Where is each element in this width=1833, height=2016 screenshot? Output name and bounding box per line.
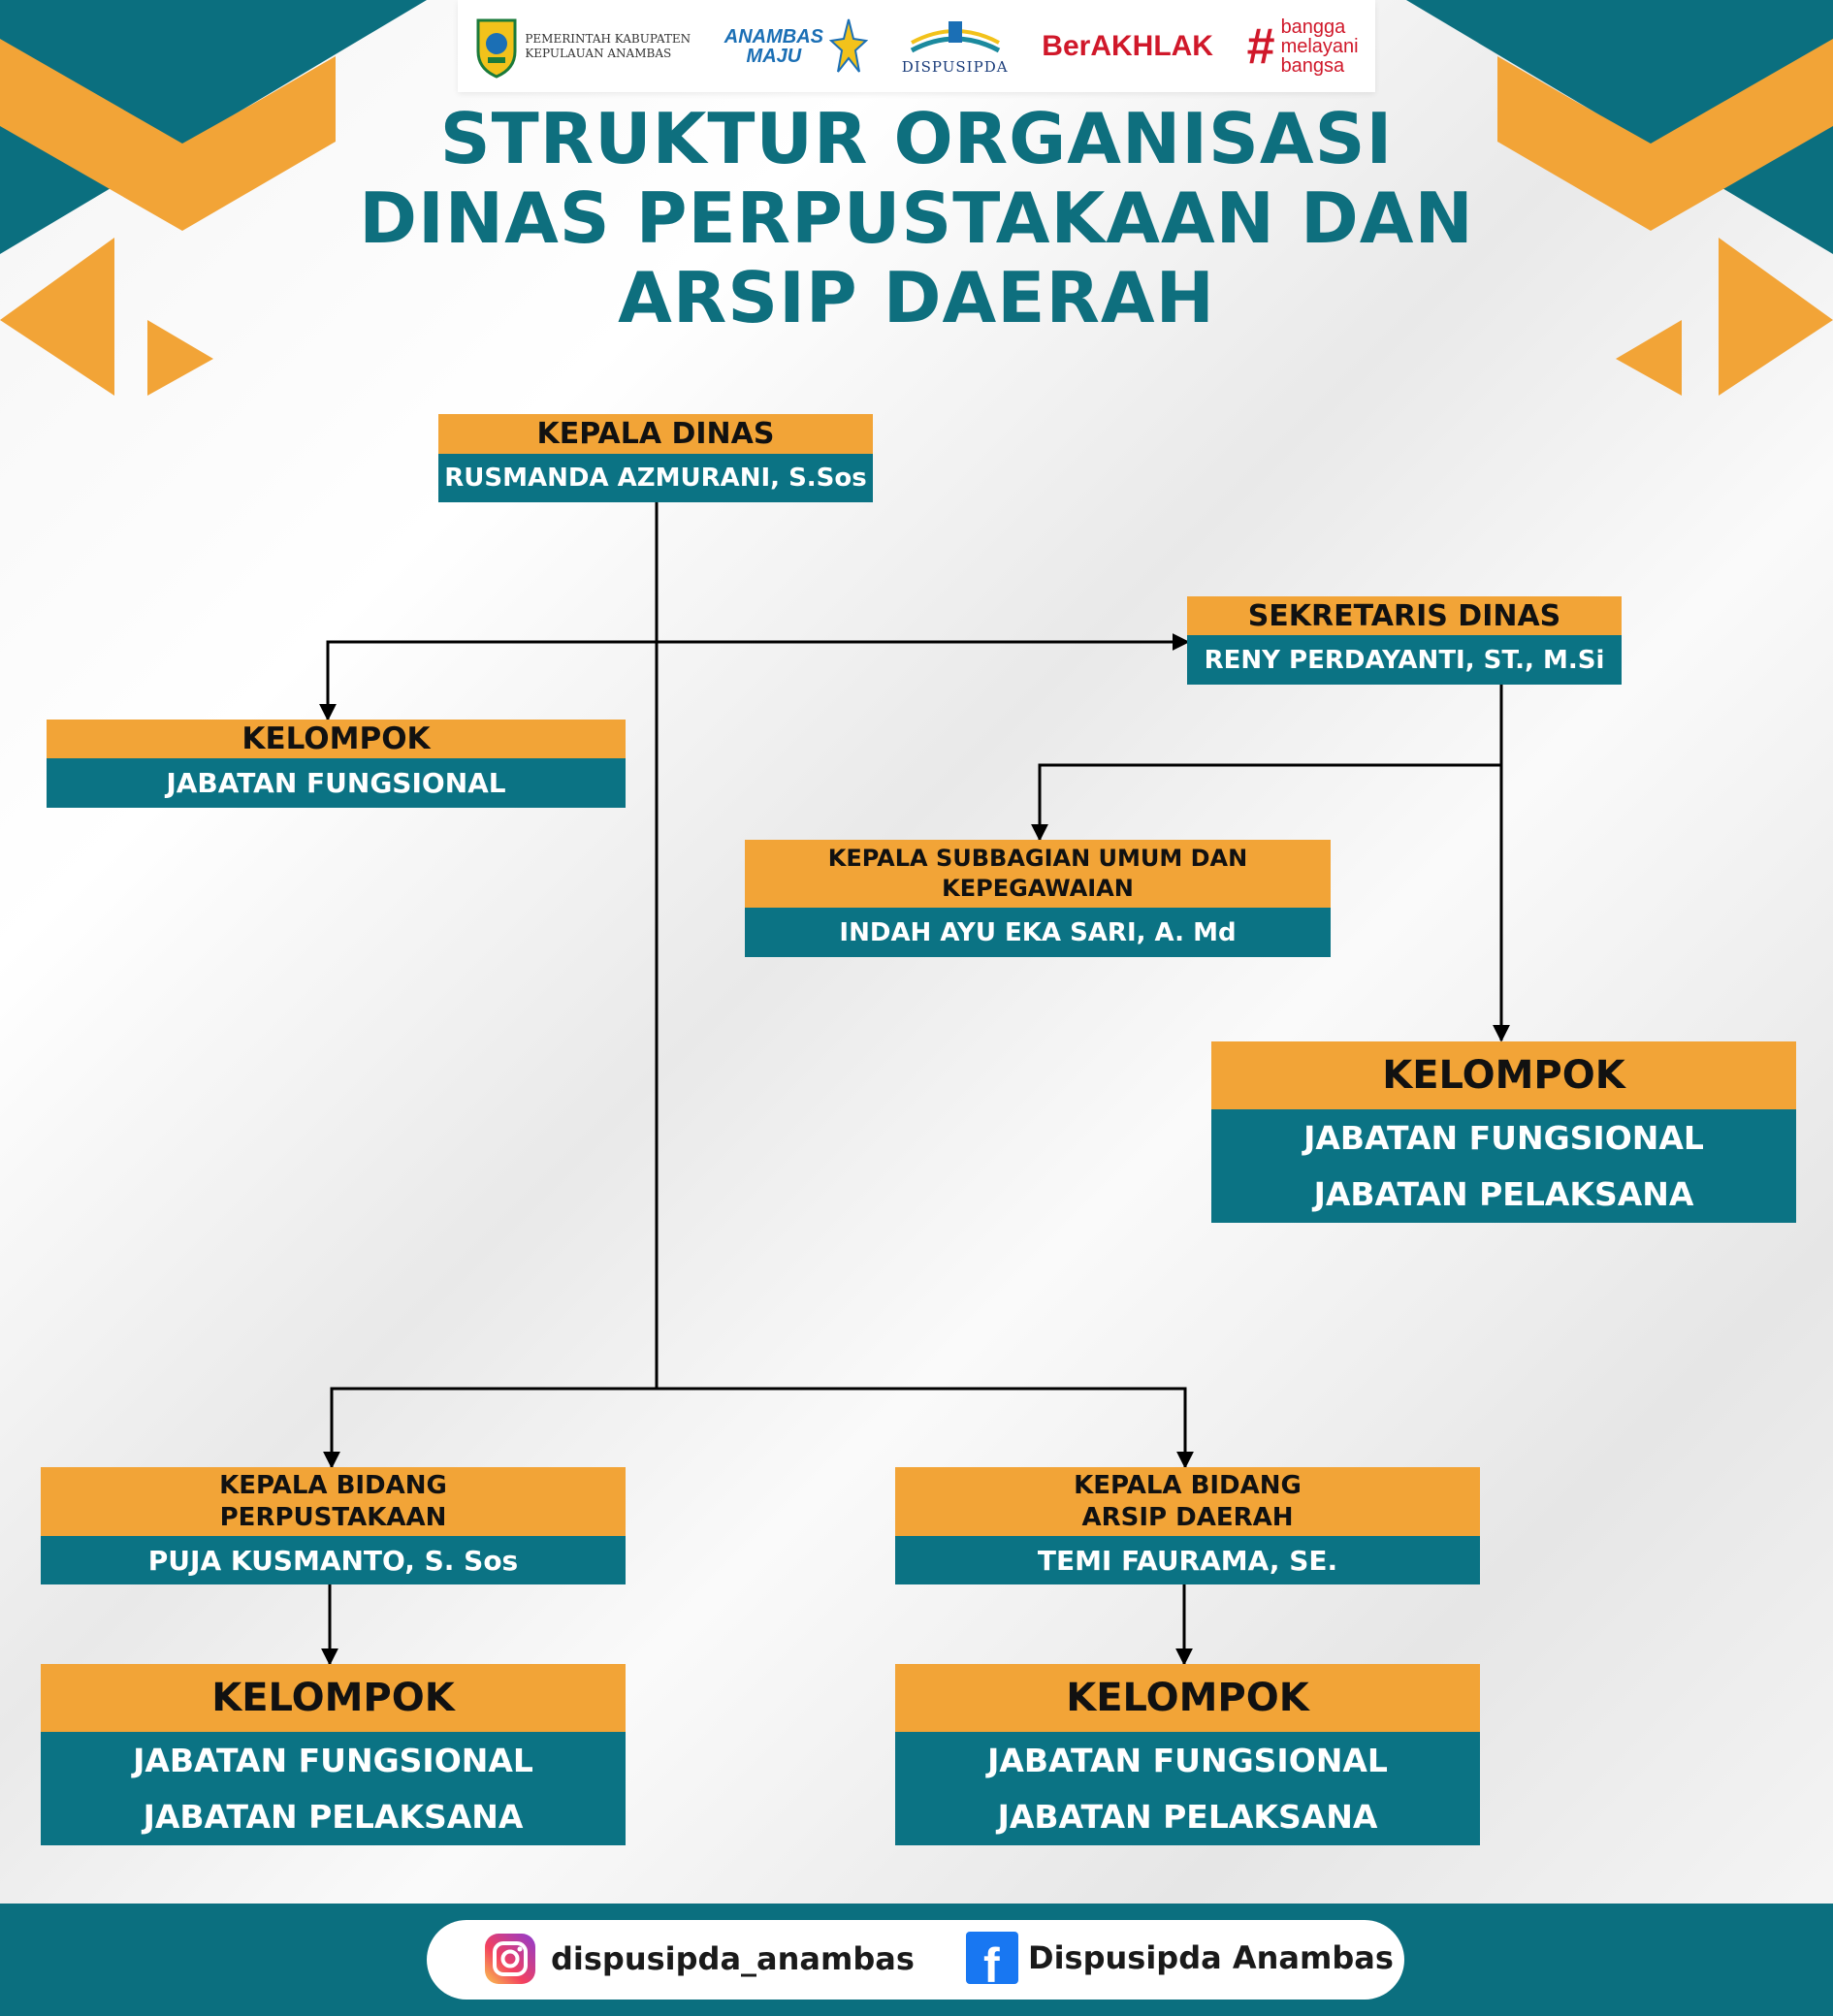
regency-shield-icon [476, 18, 517, 79]
node-kelompok-perpustakaan: KELOMPOK JABATAN FUNGSIONAL JABATAN PELA… [41, 1664, 626, 1845]
bangga-line1: bangga [1280, 16, 1346, 38]
bangga-line2: melayani [1280, 35, 1359, 57]
node-kelompok-sekretaris: KELOMPOK JABATAN FUNGSIONAL JABATAN PELA… [1211, 1041, 1796, 1223]
connector-to-kelompok-top [319, 640, 657, 721]
dispusipda-logo: DISPUSIPDA [902, 17, 1009, 76]
kelompok-top-line1: JABATAN FUNGSIONAL [166, 767, 506, 799]
connector-to-subbagian [1031, 763, 1501, 842]
kelompok-arsip-line2: JABATAN PELAKSANA [997, 1797, 1378, 1836]
kelompok-arsip-line1: JABATAN FUNGSIONAL [987, 1741, 1388, 1779]
bidang-arsip-title-line1: KEPALA BIDANG [1074, 1470, 1302, 1500]
node-bidang-perpustakaan: KEPALA BIDANG PERPUSTAKAAN PUJA KUSMANTO… [41, 1467, 626, 1584]
node-subbagian: KEPALA SUBBAGIAN UMUM DAN KEPEGAWAIAN IN… [745, 840, 1331, 957]
kelompok-sek-line1: JABATAN FUNGSIONAL [1303, 1118, 1704, 1157]
facebook-glyph: f [983, 1938, 1000, 1984]
node-kelompok-arsip: KELOMPOK JABATAN FUNGSIONAL JABATAN PELA… [895, 1664, 1480, 1845]
anambas-line1: ANAMBAS [724, 25, 823, 48]
book-icon [910, 20, 1000, 52]
title-line-1: STRUKTUR ORGANISASI [439, 98, 1394, 179]
pemkab-logo: PEMERINTAH KABUPATEN KEPULAUAN ANAMBAS [474, 15, 691, 79]
kelompok-top-title: KELOMPOK [47, 720, 626, 758]
connector-to-bidang-perpus [323, 1387, 657, 1469]
page-title: STRUKTUR ORGANISASI DINAS PERPUSTAKAAN D… [0, 99, 1833, 337]
pemkab-line2: KEPULAUAN ANAMBAS [525, 46, 672, 60]
bidang-arsip-name: TEMI FAURAMA, SE. [1037, 1544, 1338, 1577]
subbagian-title-line2: KEPEGAWAIAN [942, 875, 1134, 902]
facebook-link[interactable]: f Dispusipda Anambas [966, 1932, 1394, 1984]
pemkab-line1: PEMERINTAH KABUPATEN [525, 31, 691, 46]
kelompok-arsip-title: KELOMPOK [895, 1664, 1480, 1732]
connector-to-bidang-arsip [657, 1387, 1194, 1469]
instagram-link[interactable]: dispusipda_anambas [483, 1932, 915, 1986]
bangga-melayani-logo: # bangga melayani bangsa [1247, 17, 1359, 76]
facebook-icon: f [966, 1932, 1018, 1984]
anambas-line2: MAJU [746, 45, 802, 67]
node-bidang-arsip: KEPALA BIDANG ARSIP DAERAH TEMI FAURAMA,… [895, 1467, 1480, 1584]
bidang-perpus-name: PUJA KUSMANTO, S. Sos [147, 1544, 519, 1577]
sekretaris-title: SEKRETARIS DINAS [1187, 596, 1622, 635]
title-line-2: DINAS PERPUSTAKAAN DAN [359, 177, 1474, 259]
kelompok-sek-title: KELOMPOK [1211, 1041, 1796, 1109]
berakhlak-logo: BerAKHLAK [1042, 30, 1213, 63]
instagram-handle: dispusipda_anambas [551, 1940, 915, 1977]
subbagian-name: INDAH AYU EKA SARI, A. Md [839, 917, 1237, 947]
title-line-3: ARSIP DAERAH [618, 257, 1215, 338]
kelompok-perpus-line1: JABATAN FUNGSIONAL [133, 1741, 533, 1779]
star-icon [828, 18, 868, 73]
decorative-corner-shapes [0, 0, 1833, 396]
kelompok-perpus-line2: JABATAN PELAKSANA [143, 1797, 524, 1836]
node-kelompok-top: KELOMPOK JABATAN FUNGSIONAL [47, 720, 626, 808]
kelompok-sek-line2: JABATAN PELAKSANA [1313, 1174, 1694, 1213]
node-sekretaris: SEKRETARIS DINAS RENY PERDAYANTI, ST., M… [1187, 596, 1622, 685]
bangga-line3: bangsa [1280, 54, 1345, 77]
facebook-name: Dispusipda Anambas [1028, 1939, 1394, 1976]
bidang-arsip-title-line2: ARSIP DAERAH [1081, 1502, 1294, 1532]
sekretaris-name: RENY PERDAYANTI, ST., M.Si [1204, 645, 1605, 675]
anambas-maju-logo: ANAMBAS MAJU [724, 17, 868, 76]
kepala-dinas-title: KEPALA DINAS [438, 414, 873, 454]
kelompok-perpus-title: KELOMPOK [41, 1664, 626, 1732]
instagram-icon [485, 1934, 535, 1984]
hash-symbol: # [1246, 17, 1275, 75]
berakhlak-text: BerAKHLAK [1042, 29, 1213, 62]
node-kepala-dinas: KEPALA DINAS RUSMANDA AZMURANI, S.Sos [438, 414, 873, 502]
dispusipda-text: DISPUSIPDA [901, 57, 1009, 76]
bidang-perpus-title-line2: PERPUSTAKAAN [219, 1502, 447, 1532]
kepala-dinas-name: RUSMANDA AZMURANI, S.Sos [444, 464, 867, 493]
subbagian-title-line1: KEPALA SUBBAGIAN UMUM DAN [827, 845, 1248, 872]
bidang-perpus-title-line1: KEPALA BIDANG [219, 1470, 447, 1500]
logo-strip: PEMERINTAH KABUPATEN KEPULAUAN ANAMBAS A… [458, 0, 1375, 92]
social-pill [427, 1920, 1404, 2000]
